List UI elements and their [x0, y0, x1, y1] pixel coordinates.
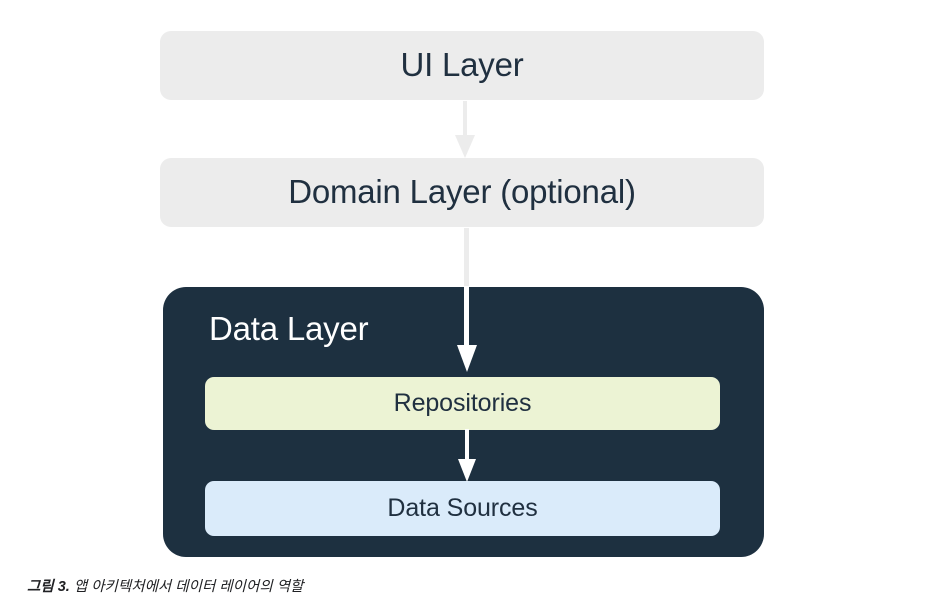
arrow-domain-to-repositories-icon: [452, 228, 482, 374]
node-ui-layer: UI Layer: [160, 31, 764, 100]
arrow-ui-to-domain-icon: [452, 101, 478, 159]
node-domain-layer-label: Domain Layer (optional): [288, 173, 636, 211]
node-domain-layer: Domain Layer (optional): [160, 158, 764, 227]
node-data-sources-label: Data Sources: [387, 493, 538, 522]
figure-caption: 그림 3. 앱 아키텍처에서 데이터 레이어의 역할: [27, 578, 907, 598]
figure-caption-label: 그림 3.: [27, 579, 70, 595]
node-repositories-label: Repositories: [393, 388, 532, 417]
node-repositories: Repositories: [205, 377, 720, 430]
architecture-diagram: UI Layer Domain Layer (optional) Data La…: [160, 31, 764, 557]
node-ui-layer-label: UI Layer: [400, 46, 524, 84]
node-data-layer-label: Data Layer: [209, 310, 369, 347]
figure-caption-text: 앱 아키텍처에서 데이터 레이어의 역할: [73, 579, 304, 595]
arrow-repositories-to-datasources-icon: [452, 429, 482, 483]
node-data-sources: Data Sources: [205, 481, 720, 536]
